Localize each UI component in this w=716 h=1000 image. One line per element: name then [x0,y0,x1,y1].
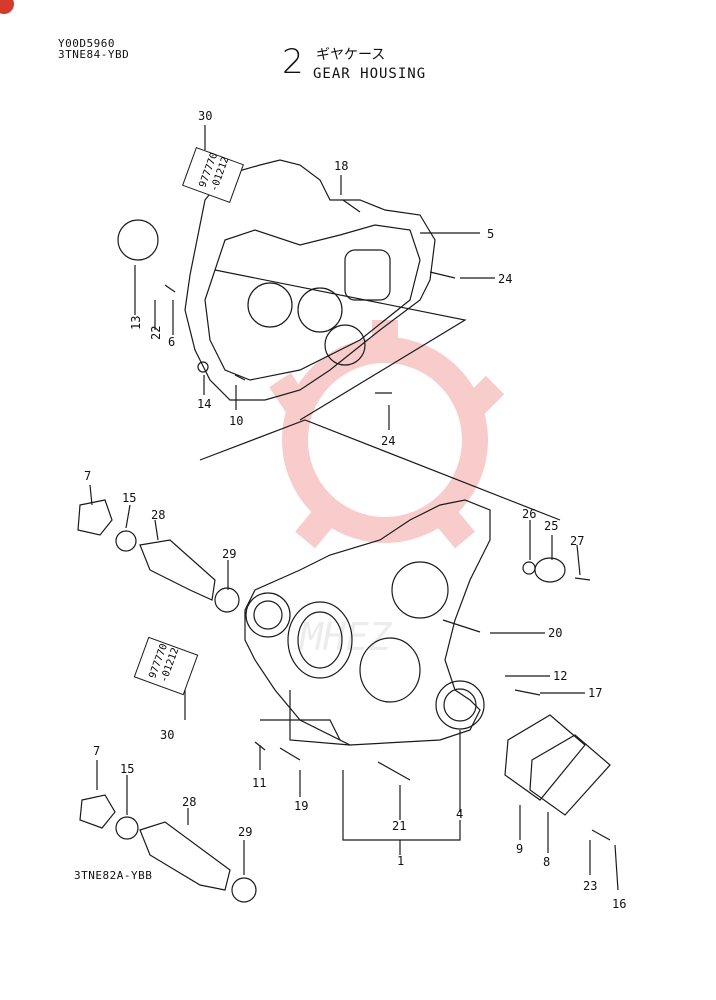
callout-5: 5 [487,227,494,241]
callout-24-top: 24 [498,272,512,286]
watermark-logo [269,320,505,549]
callout-30-bottom: 30 [160,728,174,742]
gear-housing-body [244,499,491,746]
section-title-en: GEAR HOUSING [313,66,427,82]
callout-11: 11 [252,776,266,790]
callout-17: 17 [588,686,602,700]
sealant-tube-top: 977770 -01212 [182,147,244,203]
callout-24-mid: 24 [381,434,395,448]
callout-28-bottom: 28 [182,795,196,809]
callout-1: 1 [397,854,404,868]
callout-4: 4 [456,807,463,821]
corner-badge [0,0,14,14]
variant-label: 3TNE82A-YBB [74,869,153,882]
diagram-code: Y00D5960 [58,37,115,50]
svg-text:MHEZ: MHEZ [298,615,393,659]
callout-16: 16 [612,897,626,911]
callout-8: 8 [543,855,550,869]
callout-15-bottom: 15 [120,762,134,776]
callout-12: 12 [553,669,567,683]
callout-29-top: 29 [222,547,236,561]
callout-26: 26 [522,507,536,521]
callout-28-top: 28 [151,508,165,522]
watermark-text: MHEZ [298,615,393,659]
callout-20: 20 [548,626,562,640]
callout-23: 23 [583,879,597,893]
callout-22: 22 [149,326,163,340]
callout-10: 10 [229,414,243,428]
sealant-tube-bottom: 977770 -01212 [133,636,199,696]
engine-model: 3TNE84-YBD [58,48,130,61]
section-number: 2 [282,42,304,82]
callout-30-top: 30 [198,109,212,123]
callout-9: 9 [516,842,523,856]
section-title-jp: ギヤケース [316,47,386,63]
callout-13: 13 [129,316,143,330]
callout-14: 14 [197,397,211,411]
callout-7-top: 7 [84,469,91,483]
callout-18: 18 [334,159,348,173]
callout-29-bottom: 29 [238,825,252,839]
callout-27: 27 [570,534,584,548]
callout-21: 21 [392,819,406,833]
top-gasket [184,159,436,401]
callout-19: 19 [294,799,308,813]
callout-15-top: 15 [122,491,136,505]
callout-7-bottom: 7 [93,744,100,758]
callout-6: 6 [168,335,175,349]
callout-25: 25 [544,519,558,533]
